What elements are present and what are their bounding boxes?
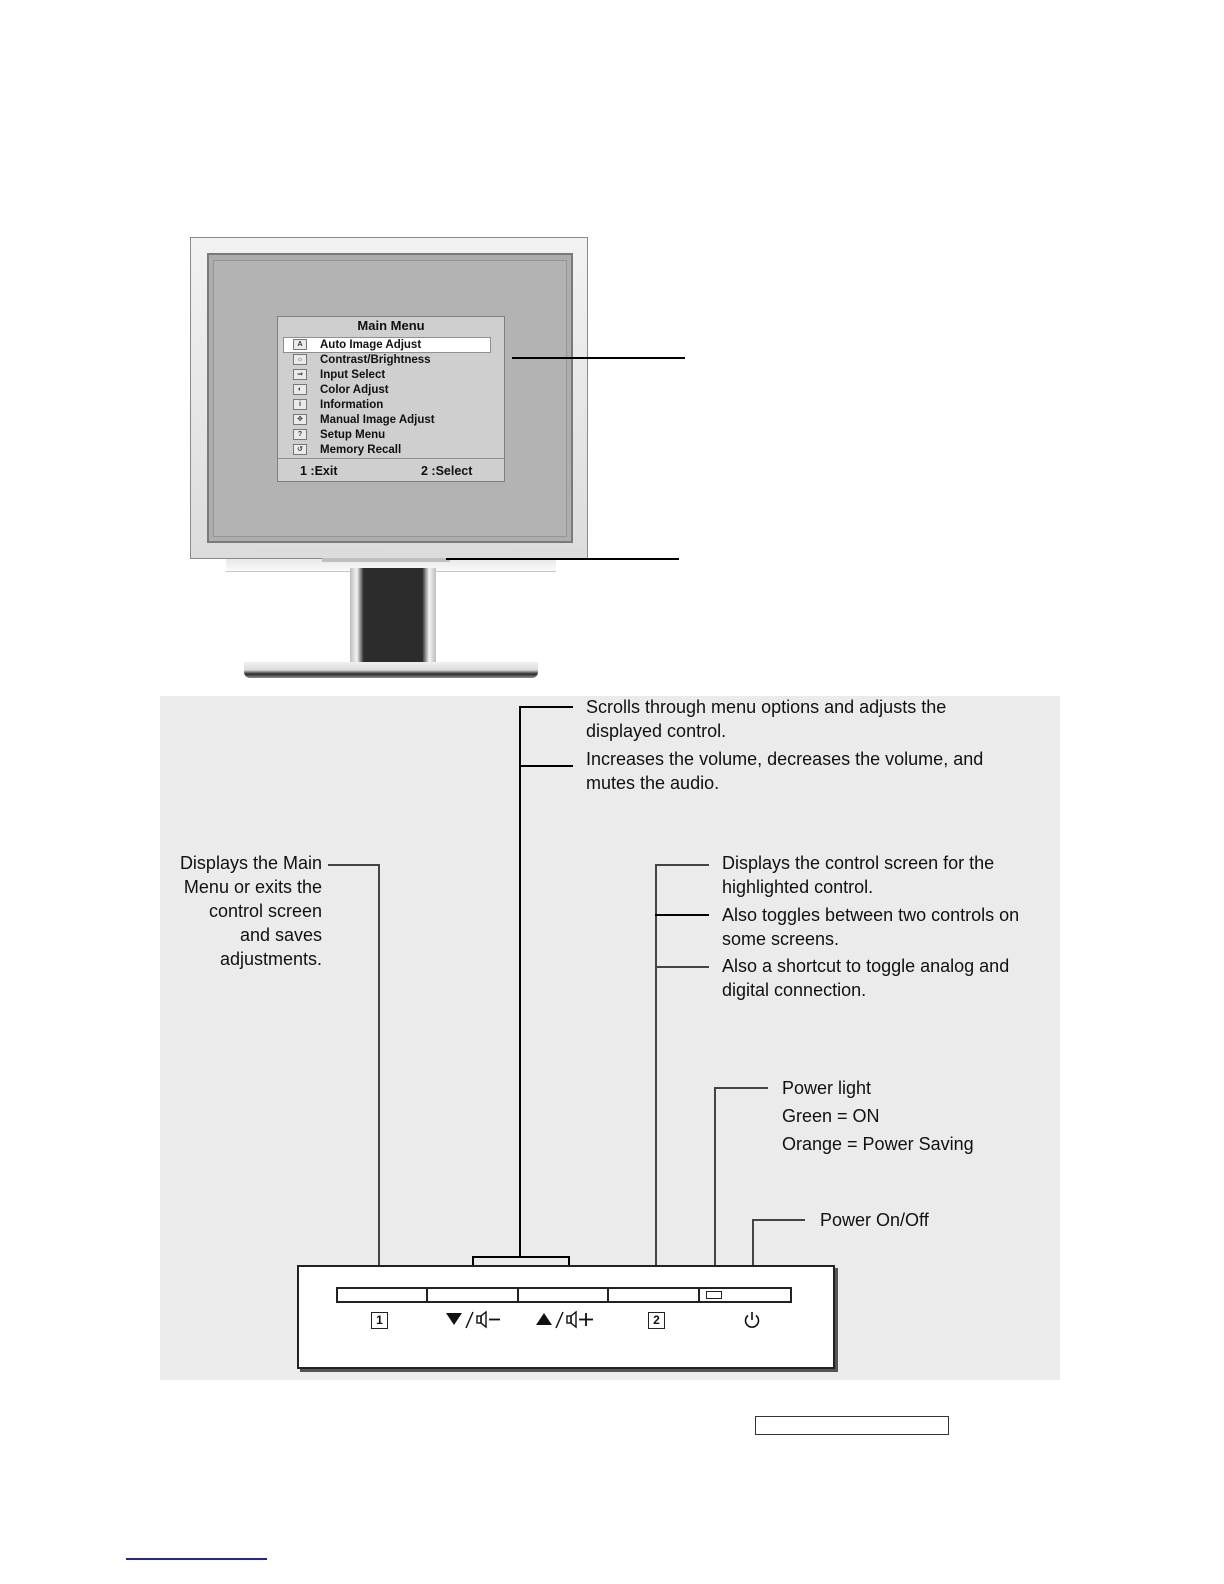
callout-scroll: Scrolls through menu options and adjusts… [586, 695, 946, 743]
button-2-label: 2 [648, 1308, 665, 1334]
callout-scroll-line-1: Scrolls through menu options and adjusts… [586, 697, 947, 717]
button-divider [517, 1287, 519, 1303]
callout-volume-line-1: Increases the volume, decreases the volu… [586, 749, 984, 769]
callout-shortcut-line-2: digital connection. [722, 980, 867, 1000]
osd-title: Main Menu [357, 318, 425, 333]
callout-shortcut: Also a shortcut to toggle analog and dig… [722, 954, 1009, 1002]
callout-volume-line-2: mutes the audio. [586, 773, 720, 793]
main-menu-vertical-line [378, 864, 380, 1288]
monitor-button-strip [322, 558, 450, 562]
sun-icon: ☼ [293, 354, 307, 365]
button-2[interactable] [609, 1289, 698, 1301]
callout-control-screen: Displays the control screen for the high… [722, 851, 994, 899]
power-button-tick [752, 1219, 805, 1221]
osd-item-label: Color Adjust [320, 384, 389, 396]
callout-control-screen-line-2: highlighted control. [722, 877, 874, 897]
power-button-vertical-line [752, 1219, 754, 1289]
osd-item-label: Setup Menu [320, 429, 386, 441]
osd-item-information[interactable]: i Information [284, 398, 490, 412]
osd-item-label: Memory Recall [320, 444, 402, 456]
callout-toggle-line-2: some screens. [722, 929, 840, 949]
button-divider [698, 1287, 700, 1303]
callout-toggle: Also toggles between two controls on som… [722, 903, 1019, 951]
osd-select-hint: 2 :Select [421, 464, 473, 478]
main-menu-tick [328, 864, 379, 866]
osd-item-label: Contrast/Brightness [320, 354, 431, 366]
power-light-tick [714, 1087, 768, 1089]
toggle-tick [655, 914, 709, 916]
footer-rule [126, 1558, 267, 1560]
osd-item-auto-image-adjust[interactable]: A Auto Image Adjust [283, 337, 491, 353]
buttons-leader-line [446, 558, 679, 560]
auto-icon: A [293, 339, 307, 350]
scroll-vertical-line [519, 706, 521, 1256]
control-screen-tick [655, 864, 709, 866]
monitor-stand-neck [350, 568, 436, 666]
osd-item-input-select[interactable]: ⇒ Input Select [284, 368, 490, 382]
osd-item-label: Auto Image Adjust [320, 339, 422, 351]
button-up-volume-label [536, 1309, 596, 1335]
volume-tick [519, 765, 573, 767]
question-icon: ? [293, 429, 307, 440]
callout-control-screen-line-1: Displays the control screen for the [722, 853, 995, 873]
osd-item-setup-menu[interactable]: ? Setup Menu [284, 428, 490, 442]
callout-main-menu: Displays the Main Menu or exits the cont… [140, 851, 322, 971]
power-light-vertical-line [714, 1087, 716, 1291]
button-divider [607, 1287, 609, 1303]
button-down-volume-label [446, 1309, 502, 1335]
callout-power-button: Power On/Off [820, 1210, 929, 1230]
callout-main-menu-line-1: Displays the Main [179, 853, 322, 873]
power-icon [744, 1312, 760, 1328]
callout-main-menu-line-2: Menu or exits the [183, 877, 322, 897]
down-arrow-volume-down-icon [446, 1310, 500, 1329]
callout-scroll-line-2: displayed control. [586, 721, 727, 741]
osd-item-label: Information [320, 399, 384, 411]
button-divider [426, 1287, 428, 1303]
button-1-label: 1 [371, 1308, 388, 1334]
callout-power-light: Power light Green = ON Orange = Power Sa… [782, 1074, 974, 1158]
callout-main-menu-line-4: and saves [239, 925, 322, 945]
callout-toggle-line-1: Also toggles between two controls on [722, 905, 1020, 925]
callout-power-light-line-1: Power light [782, 1078, 872, 1098]
button-power[interactable] [725, 1289, 790, 1301]
callout-power-light-line-2: Green = ON [782, 1106, 880, 1126]
bracket-top [472, 1256, 569, 1258]
callout-main-menu-line-5: adjustments. [219, 949, 322, 969]
button-1[interactable] [338, 1289, 426, 1301]
button-2-vertical-line [655, 864, 657, 1288]
callout-main-menu-line-3: control screen [208, 901, 322, 921]
osd-footer: 1 :Exit 2 :Select [278, 458, 504, 482]
osd-item-manual-image-adjust[interactable]: ✥ Manual Image Adjust [284, 413, 490, 427]
osd-main-menu: Main Menu A Auto Image Adjust ☼ Contrast… [277, 316, 505, 482]
input-icon: ⇒ [293, 369, 307, 380]
osd-leader-line [512, 357, 685, 359]
power-led [706, 1291, 722, 1299]
callout-power-light-line-3: Orange = Power Saving [782, 1134, 974, 1154]
callout-volume: Increases the volume, decreases the volu… [586, 747, 983, 795]
callout-shortcut-line-1: Also a shortcut to toggle analog and [722, 956, 1010, 976]
move-icon: ✥ [293, 414, 307, 425]
control-panel [297, 1265, 835, 1369]
recall-icon: ↺ [293, 444, 307, 455]
info-icon: i [293, 399, 307, 410]
button-down-volume[interactable] [428, 1289, 517, 1301]
osd-item-label: Input Select [320, 369, 386, 381]
osd-item-color-adjust[interactable]: ◐ Color Adjust [284, 383, 490, 397]
color-icon: ◐ [293, 384, 307, 395]
boxed-number-2: 2 [648, 1312, 665, 1329]
osd-item-memory-recall[interactable]: ↺ Memory Recall [284, 443, 490, 457]
reference-box [755, 1416, 949, 1435]
button-power-label [743, 1310, 761, 1336]
osd-item-contrast-brightness[interactable]: ☼ Contrast/Brightness [284, 353, 490, 367]
up-arrow-volume-up-icon [536, 1310, 593, 1329]
button-up-volume[interactable] [519, 1289, 607, 1301]
button-bar [336, 1287, 792, 1303]
shortcut-tick [655, 966, 709, 968]
osd-exit-hint: 1 :Exit [300, 464, 338, 478]
boxed-number-1: 1 [371, 1312, 388, 1329]
scroll-tick [519, 706, 573, 708]
monitor-stand-base [244, 662, 538, 678]
osd-item-label: Manual Image Adjust [320, 414, 435, 426]
